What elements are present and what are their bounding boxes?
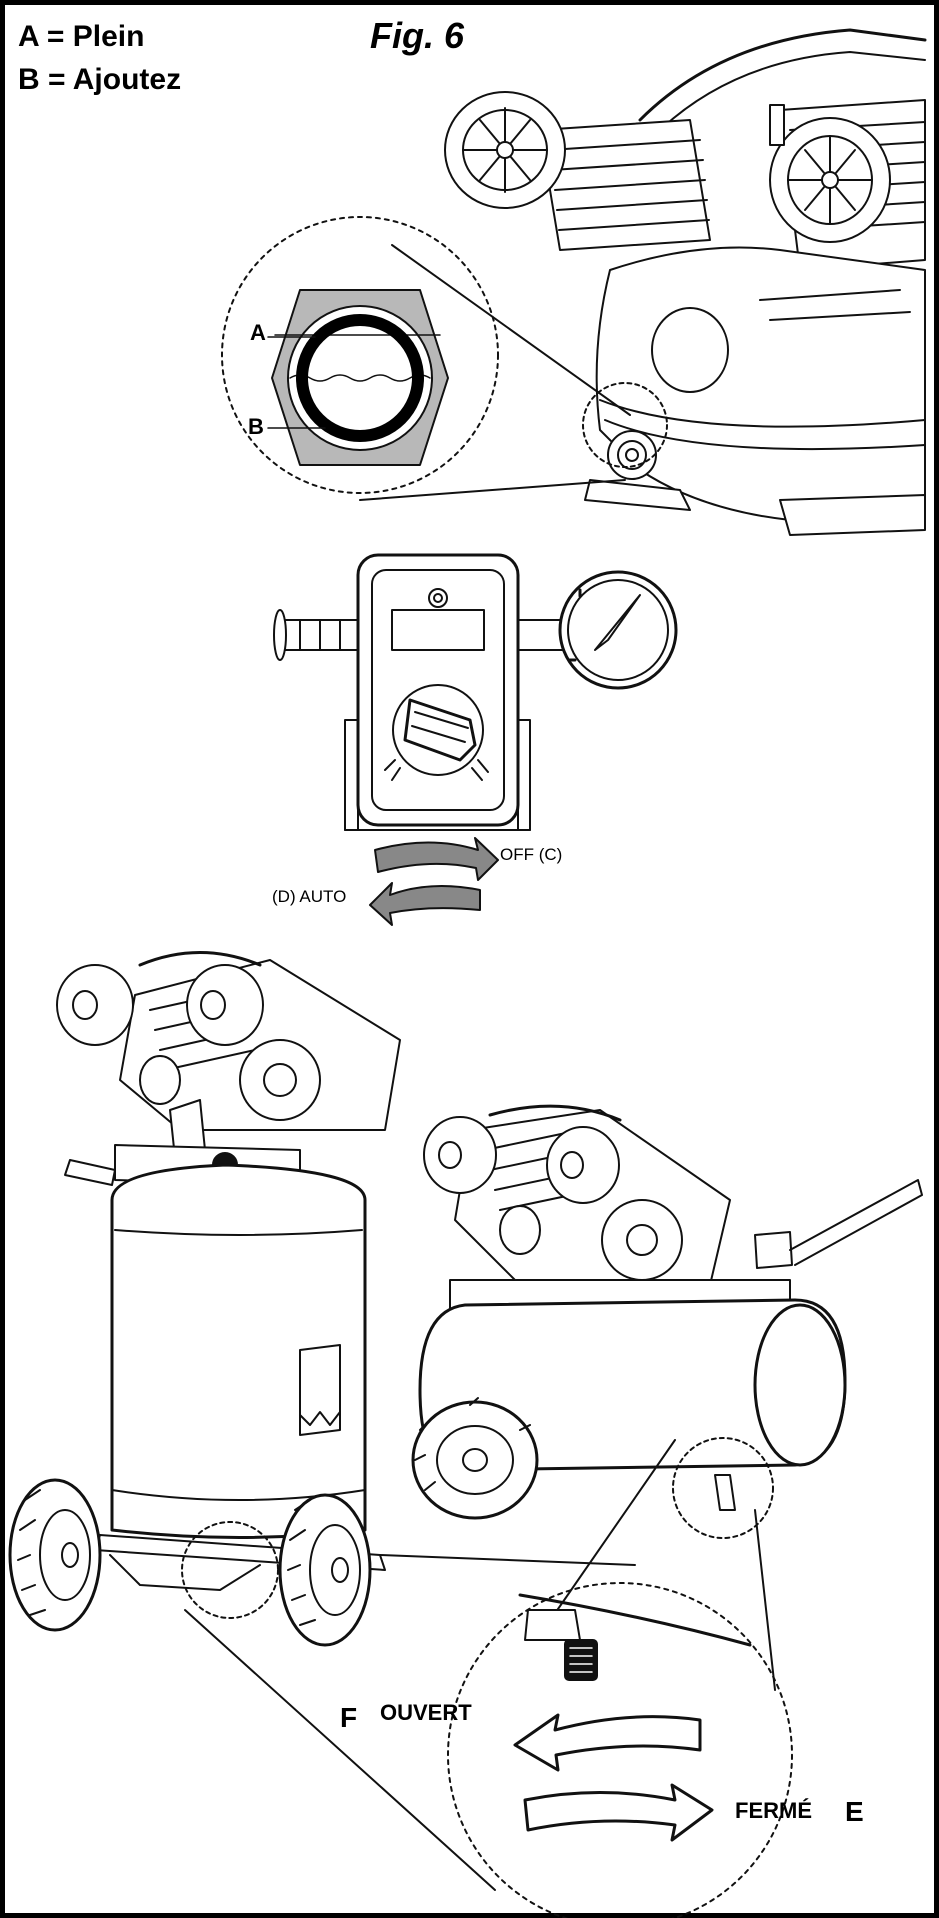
drain-label-e: E	[845, 1796, 864, 1827]
switch-rotation-arrows	[369, 837, 499, 926]
left-cylinder	[444, 91, 711, 251]
pressure-switch	[273, 553, 678, 926]
drain-valve-magnifier	[184, 1439, 793, 1918]
sight-glass-magnifier	[221, 216, 631, 501]
drain-closed-label: FERMÉ	[735, 1798, 812, 1823]
drain-open-label: OUVERT	[380, 1700, 472, 1725]
switch-auto-label: (D) AUTO	[272, 887, 347, 906]
horizontal-compressor	[411, 1104, 923, 1539]
compressor-pump-head	[444, 28, 927, 536]
switch-off-label: OFF (C)	[500, 845, 563, 864]
sight-glass-label-b: B	[248, 414, 264, 439]
figure-title: Fig. 6	[370, 15, 465, 56]
drain-label-f: F	[340, 1702, 358, 1733]
sight-glass-label-a: A	[250, 320, 266, 345]
vertical-compressor	[8, 951, 401, 1647]
legend-full: A = Plein	[18, 20, 145, 53]
right-cylinder	[769, 99, 926, 271]
legend-add: B = Ajoutez	[18, 63, 182, 96]
